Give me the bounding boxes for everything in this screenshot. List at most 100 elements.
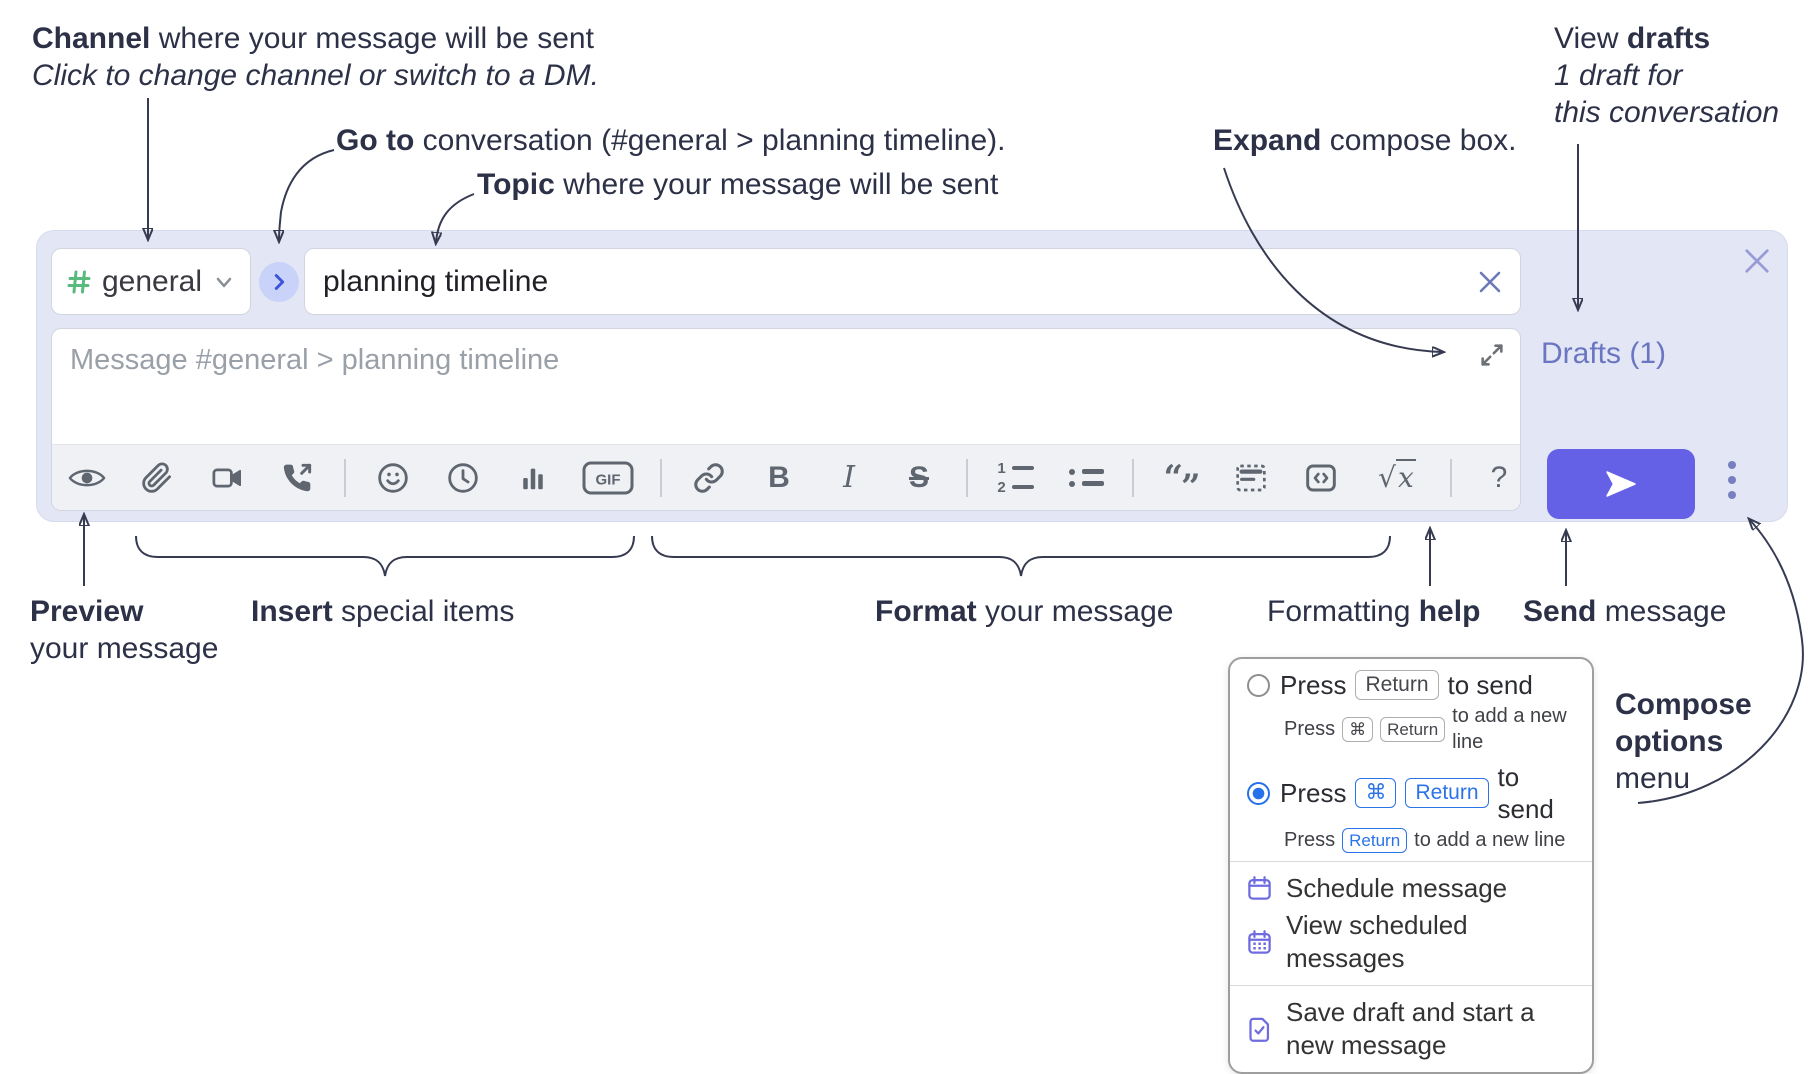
save-draft-icon <box>1249 1017 1270 1042</box>
menu-divider <box>1230 861 1592 862</box>
math-icon: √x <box>1378 459 1416 494</box>
bar-chart-icon <box>523 468 543 489</box>
channel-name: general <box>101 264 203 298</box>
expand-note: Expand compose box. <box>1213 124 1517 157</box>
compose-options-button[interactable] <box>1723 457 1741 503</box>
save-draft-item[interactable]: Save draft and start a new message <box>1246 994 1576 1064</box>
eye-icon <box>68 469 106 486</box>
code-button[interactable] <box>1298 455 1344 501</box>
return-key-chip: Return <box>1342 827 1408 853</box>
numbered-list-icon: 1 2 <box>997 461 1034 495</box>
goto-note: Go to conversation (#general > planning … <box>336 124 1006 157</box>
radio-selected-icon <box>1246 781 1271 806</box>
emoji-button[interactable] <box>370 455 416 501</box>
quote-icon: “” <box>1163 457 1200 507</box>
send-on-cmd-return-subtext: Press Return to add a new line <box>1284 827 1566 853</box>
return-key-chip: Return <box>1405 778 1489 808</box>
channel-note: Channel where your message will be sent … <box>32 20 599 94</box>
clock-icon <box>448 462 478 493</box>
insert-note: Insert special items <box>251 595 515 628</box>
send-button[interactable] <box>1547 449 1695 519</box>
toolbar-divider <box>966 458 968 497</box>
channel-note-line1: Channel where your message will be sent <box>32 22 594 55</box>
send-icon <box>1606 471 1636 497</box>
attach-file-button[interactable] <box>134 455 180 501</box>
compose-options-menu: Press Return to send Press ⌘ Return to a… <box>1228 657 1594 1074</box>
compose-box: general planning timeline Message #gener… <box>36 230 1788 522</box>
format-brace <box>651 535 1391 577</box>
goto-arrow <box>279 149 335 240</box>
go-to-conversation-button[interactable] <box>259 262 299 302</box>
expand-compose-button[interactable] <box>1478 341 1506 369</box>
expand-icon <box>1481 344 1503 366</box>
send-on-cmd-return-option[interactable]: Press ⌘ Return to send <box>1246 761 1576 825</box>
close-icon <box>1745 249 1769 273</box>
return-key-chip: Return <box>1380 716 1446 742</box>
video-call-button[interactable] <box>204 455 250 501</box>
channel-select[interactable]: general <box>51 248 251 315</box>
compose-options-note: Compose options menu <box>1615 688 1752 795</box>
cmd-key-chip: ⌘ <box>1355 778 1397 808</box>
bold-button[interactable]: B <box>768 460 790 494</box>
math-button[interactable]: √x <box>1368 455 1426 501</box>
bulleted-list-icon <box>1067 468 1104 487</box>
poll-button[interactable] <box>510 455 556 501</box>
insert-brace <box>135 535 635 577</box>
format-note: Format your message <box>875 595 1174 628</box>
quote-button[interactable]: “” <box>1158 455 1204 507</box>
video-camera-icon <box>212 468 241 487</box>
drafts-link[interactable]: Drafts (1) <box>1541 337 1667 370</box>
channel-hash-icon <box>67 270 91 293</box>
ellipsis-icon <box>1728 461 1736 469</box>
link-icon <box>694 462 724 493</box>
return-key-chip: Return <box>1355 670 1439 700</box>
chevron-right-icon <box>274 274 285 290</box>
close-icon <box>1479 271 1501 292</box>
bulleted-list-button[interactable] <box>1062 455 1108 501</box>
svg-text:GIF: GIF <box>596 471 621 488</box>
menu-divider <box>1230 985 1592 986</box>
schedule-message-item[interactable]: Schedule message <box>1246 870 1576 907</box>
toolbar-divider <box>1132 458 1134 497</box>
view-drafts-line3: this conversation <box>1554 96 1780 129</box>
formatting-help-button[interactable]: ? <box>1490 460 1508 494</box>
spoiler-button[interactable] <box>1228 455 1274 501</box>
calendar-icon <box>1248 876 1271 900</box>
chevron-down-icon <box>216 277 232 287</box>
calendar-grid-icon <box>1248 929 1271 954</box>
phone-outgoing-icon <box>283 463 312 491</box>
view-drafts-line2: 1 draft for <box>1554 59 1683 92</box>
link-button[interactable] <box>686 455 732 501</box>
message-input-area[interactable]: Message #general > planning timeline <box>51 328 1521 511</box>
time-button[interactable] <box>440 455 486 501</box>
code-icon <box>1306 464 1336 491</box>
toolbar-divider <box>344 458 346 497</box>
view-drafts-line1: View drafts <box>1554 22 1711 55</box>
strikethrough-button[interactable]: S <box>908 460 929 494</box>
preview-button[interactable] <box>64 455 110 501</box>
view-scheduled-messages-item[interactable]: View scheduled messages <box>1246 907 1576 977</box>
radio-unselected-icon <box>1246 673 1271 698</box>
view-drafts-note: View drafts 1 draft for this conversatio… <box>1554 20 1779 131</box>
clear-topic-button[interactable] <box>1476 268 1504 296</box>
preview-note: Preview your message <box>30 595 219 665</box>
close-compose-button[interactable] <box>1741 245 1773 277</box>
topic-input[interactable]: planning timeline <box>304 248 1521 315</box>
spoiler-icon <box>1236 464 1266 491</box>
send-on-return-option[interactable]: Press Return to send <box>1246 669 1576 701</box>
compose-formatting-toolbar: GIF B I S 1 2 <box>52 444 1520 510</box>
send-note: Send message <box>1523 595 1727 628</box>
cmd-key-chip: ⌘ <box>1342 716 1374 742</box>
toolbar-divider <box>1450 458 1452 497</box>
gif-button[interactable]: GIF <box>580 455 636 501</box>
topic-value: planning timeline <box>323 264 549 298</box>
voice-call-button[interactable] <box>274 455 320 501</box>
toolbar-divider <box>660 458 662 497</box>
formatting-help-note: Formatting help <box>1267 595 1481 628</box>
numbered-list-button[interactable]: 1 2 <box>992 455 1038 501</box>
italic-button[interactable]: I <box>843 460 855 495</box>
send-on-return-subtext: Press ⌘ Return to add a new line <box>1284 705 1567 753</box>
gif-icon: GIF <box>582 461 634 494</box>
paperclip-icon <box>142 461 171 493</box>
message-placeholder: Message #general > planning timeline <box>70 344 560 376</box>
